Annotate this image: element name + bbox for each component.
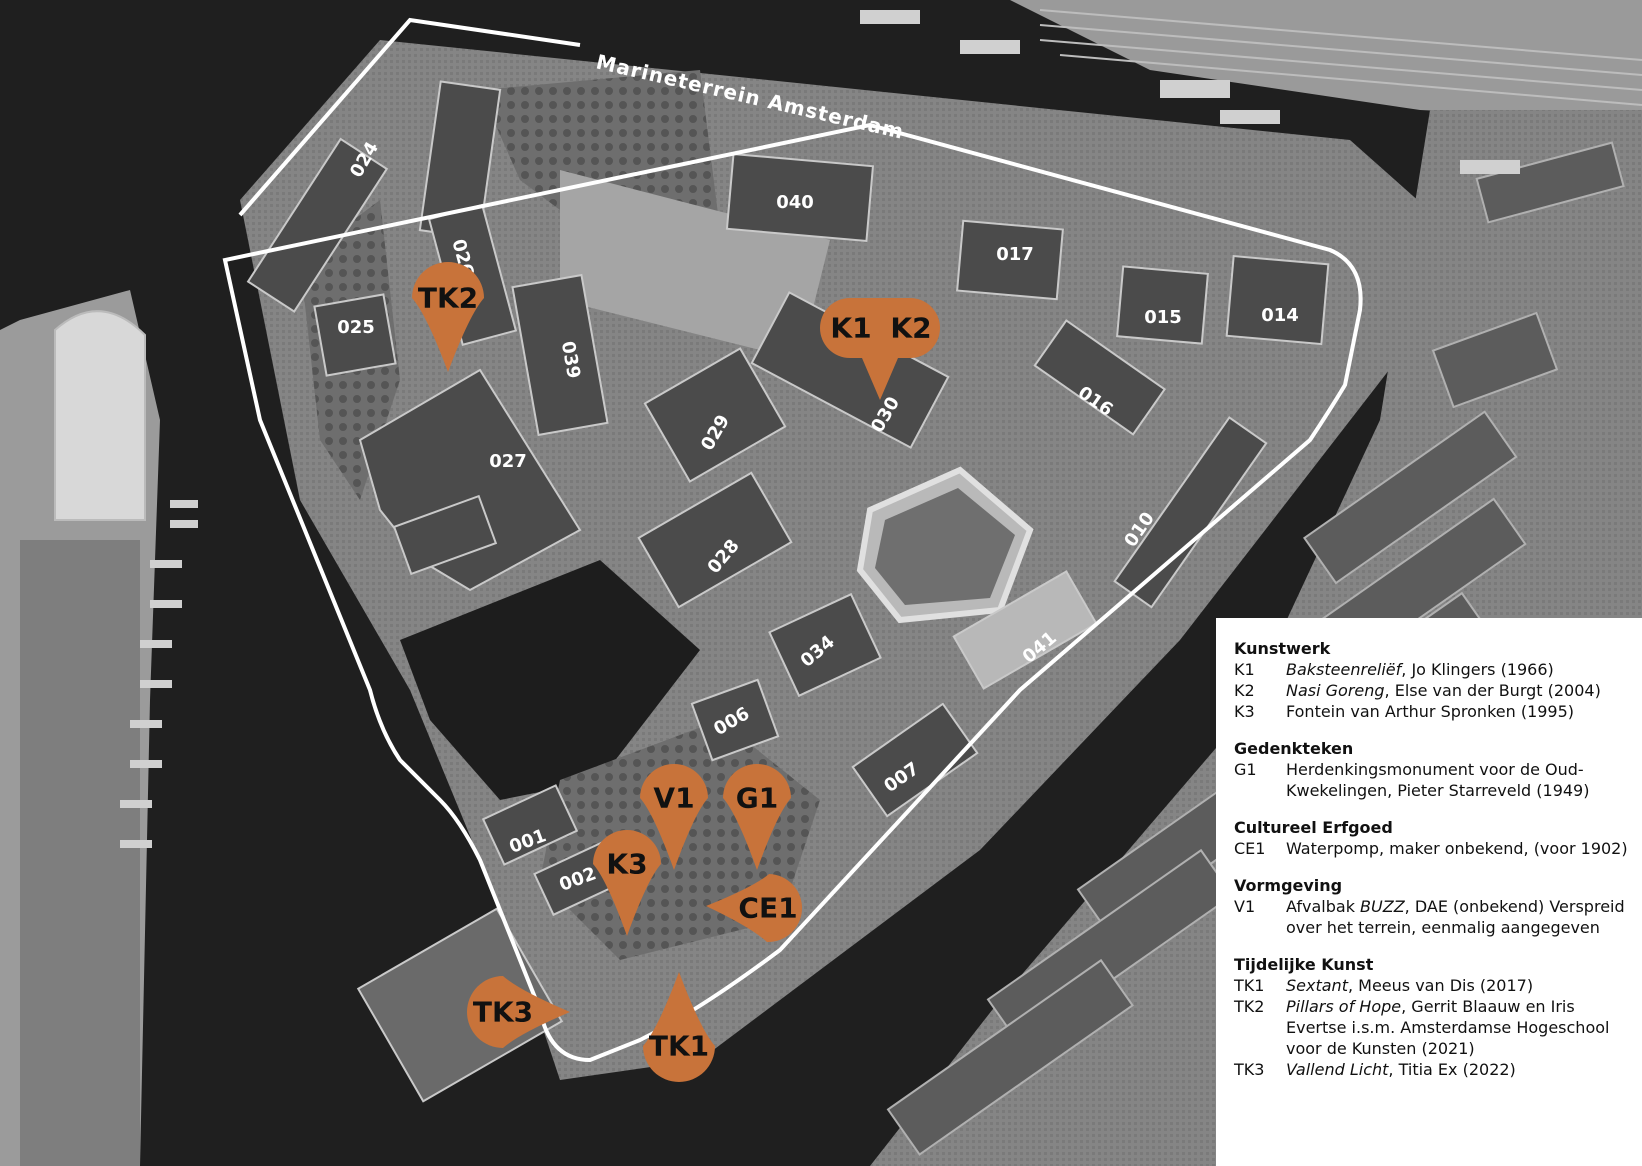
legend-heading: Kunstwerk: [1234, 639, 1331, 658]
building-label-027: 027: [489, 451, 527, 472]
artwork-title: Sextant: [1286, 976, 1348, 995]
buildings: [246, 80, 1330, 1103]
map-pin-tk3[interactable]: [467, 976, 570, 1048]
building-label-017: 017: [996, 244, 1034, 265]
legend-text: , Gerrit Blaauw en Iris Evertse i.s.m. A…: [1286, 997, 1610, 1058]
open-field: [560, 170, 830, 360]
map-pin-k3[interactable]: [593, 830, 661, 936]
marker-label-k3: K3: [606, 848, 647, 881]
marker-label-v1: V1: [653, 782, 694, 815]
legend-text: Fontein van Arthur Spronken (1995): [1286, 702, 1575, 721]
legend-code: K3: [1234, 702, 1255, 721]
artwork-title: BUZZ: [1360, 897, 1405, 916]
legend-item: CE1 Waterpomp, maker onbekend, (voor 1902…: [1234, 838, 1632, 859]
legend-code: G1: [1234, 760, 1257, 779]
legend-text: , Titia Ex (2022): [1388, 1060, 1516, 1079]
legend-text: , Meeus van Dis (2017): [1347, 976, 1534, 995]
legend-code: TK1: [1234, 976, 1265, 995]
building-label-025: 025: [337, 317, 375, 338]
terminal-roof: [54, 310, 146, 521]
artwork-title: Nasi Goreng: [1286, 681, 1385, 700]
legend-heading: Tijdelijke Kunst: [1234, 955, 1374, 974]
legend-description: Vallend Licht, Titia Ex (2022): [1286, 1059, 1632, 1080]
marker-label-k1: K1: [830, 312, 871, 345]
legend-item: G1 Herdenkingsmonument voor de Oud-Kwekel…: [1234, 759, 1632, 801]
legend-code: K1: [1234, 660, 1255, 679]
legend-item: V1 Afvalbak BUZZ, DAE (onbekend) Versprei…: [1234, 896, 1632, 938]
artwork-title: Pillars of Hope: [1286, 997, 1402, 1016]
legend-text: Waterpomp, maker onbekend, (voor 1902): [1286, 839, 1628, 858]
legend-heading: Gedenkteken: [1234, 739, 1354, 758]
rail-tracks: [1039, 9, 1642, 106]
legend-code: V1: [1234, 897, 1256, 916]
map-pin-k1-k2[interactable]: [820, 298, 940, 400]
artwork-title: Vallend Licht: [1286, 1060, 1389, 1079]
marker-label-tk3: TK3: [473, 996, 533, 1029]
artwork-title: Baksteenreliëf: [1286, 660, 1402, 679]
legend-heading: Vormgeving: [1234, 876, 1343, 895]
site-boundary[interactable]: [222, 17, 1363, 1063]
map-pin-g1[interactable]: [723, 764, 791, 870]
legend-text: , Else van der Burgt (2004): [1384, 681, 1601, 700]
legend-code: TK3: [1234, 1060, 1265, 1079]
marker-label-g1: G1: [736, 782, 778, 815]
boats: [120, 10, 1520, 848]
legend-item: TK1 Sextant, Meeus van Dis (2017): [1234, 975, 1632, 996]
legend-item: TK3 Vallend Licht, Titia Ex (2022): [1234, 1059, 1632, 1080]
sports-field: [875, 488, 1015, 605]
map-pin-v1[interactable]: [640, 764, 708, 870]
inner-harbor: [400, 560, 700, 800]
legend-item: TK2 Pillars of Hope, Gerrit Blaauw en Iri…: [1234, 996, 1632, 1059]
legend-text: , DAE (onbekend) Verspreid over het terr…: [1286, 897, 1625, 937]
legend-heading: Cultureel Erfgoed: [1234, 818, 1393, 837]
legend-code: CE1: [1234, 839, 1266, 858]
marker-label-tk2: TK2: [418, 282, 478, 315]
map-pin-tk1[interactable]: [643, 972, 715, 1082]
building-label-014: 014: [1261, 305, 1299, 326]
legend-item: K3 Fontein van Arthur Spronken (1995): [1234, 701, 1632, 722]
legend-code: TK2: [1234, 997, 1265, 1016]
legend-text: , Jo Klingers (1966): [1401, 660, 1554, 679]
legend-description: Fontein van Arthur Spronken (1995): [1286, 701, 1632, 722]
legend-code: K2: [1234, 681, 1255, 700]
legend-description: Nasi Goreng, Else van der Burgt (2004): [1286, 680, 1632, 701]
legend-description: Herdenkingsmonument voor de Oud-Kwekelin…: [1286, 759, 1632, 801]
legend-description: Waterpomp, maker onbekend, (voor 1902): [1286, 838, 1632, 859]
marker-label-ce1: CE1: [738, 892, 797, 925]
legend-item: K2 Nasi Goreng, Else van der Burgt (2004): [1234, 680, 1632, 701]
legend-description: Pillars of Hope, Gerrit Blaauw en Iris E…: [1286, 996, 1632, 1059]
map-pin-tk2[interactable]: [412, 262, 484, 372]
legend-text: Afvalbak: [1286, 897, 1361, 916]
building-label-040: 040: [776, 192, 814, 213]
terminal-road: [20, 540, 140, 1166]
legend-description: Afvalbak BUZZ, DAE (onbekend) Verspreid …: [1286, 896, 1632, 938]
marker-label-tk1: TK1: [649, 1030, 709, 1063]
rail-yard: [1010, 0, 1642, 120]
legend-description: Baksteenreliëf, Jo Klingers (1966): [1286, 659, 1632, 680]
legend-text: Herdenkingsmonument voor de Oud-Kwekelin…: [1286, 760, 1590, 800]
marker-label-k2: K2: [890, 312, 931, 345]
legend-item: K1 Baksteenreliëf, Jo Klingers (1966): [1234, 659, 1632, 680]
map-pin-ce1[interactable]: [706, 874, 803, 943]
legend-description: Sextant, Meeus van Dis (2017): [1286, 975, 1632, 996]
building-label-015: 015: [1144, 307, 1182, 328]
